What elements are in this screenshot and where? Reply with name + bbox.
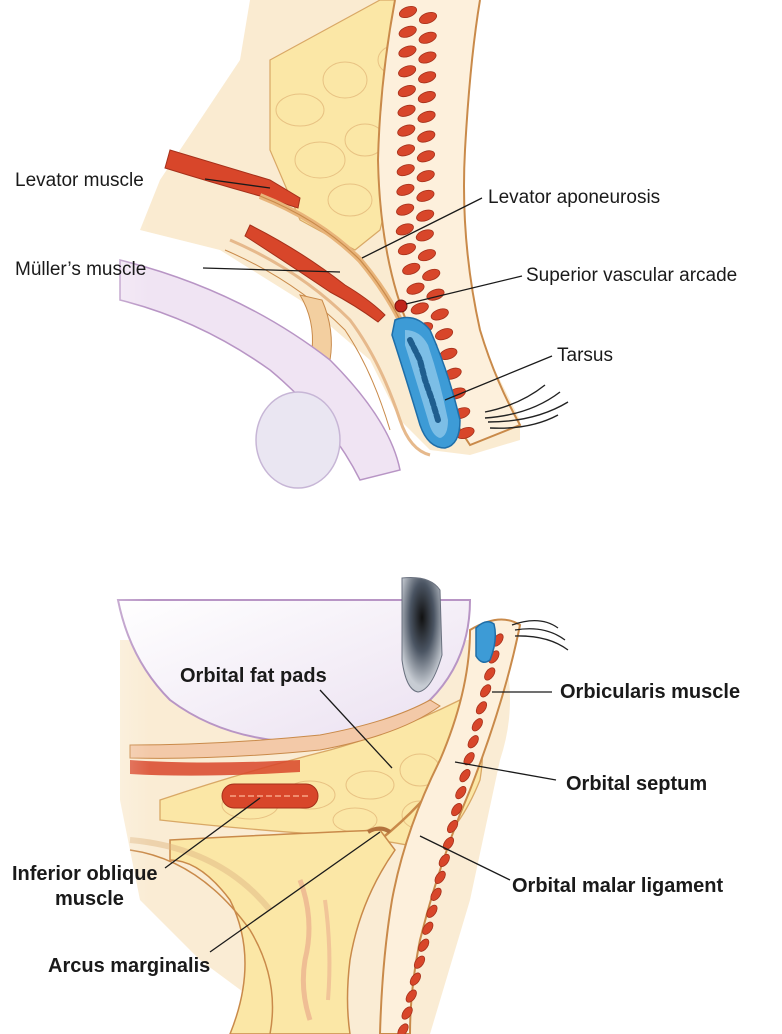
label-orbital-malar-ligament: Orbital malar ligament [512,875,724,897]
upper-cornea [256,392,340,488]
label-tarsus: Tarsus [557,345,613,366]
label-levator-muscle: Levator muscle [15,170,144,191]
label-superior-vascular-arcade: Superior vascular arcade [526,265,737,286]
upper-eyelid-section [120,0,568,488]
label-inferior-oblique-line2: muscle [55,888,124,910]
label-inferior-oblique-line1: Inferior oblique [12,863,158,885]
label-levator-aponeurosis: Levator aponeurosis [488,187,660,208]
label-orbital-fat-pads: Orbital fat pads [180,665,327,687]
label-arcus-marginalis: Arcus marginalis [48,955,210,977]
label-mullers-muscle: Müller’s muscle [15,259,146,280]
superior-vascular-arcade-dot [395,300,407,312]
label-orbital-septum: Orbital septum [566,773,707,795]
label-orbicularis-muscle: Orbicularis muscle [560,681,740,703]
